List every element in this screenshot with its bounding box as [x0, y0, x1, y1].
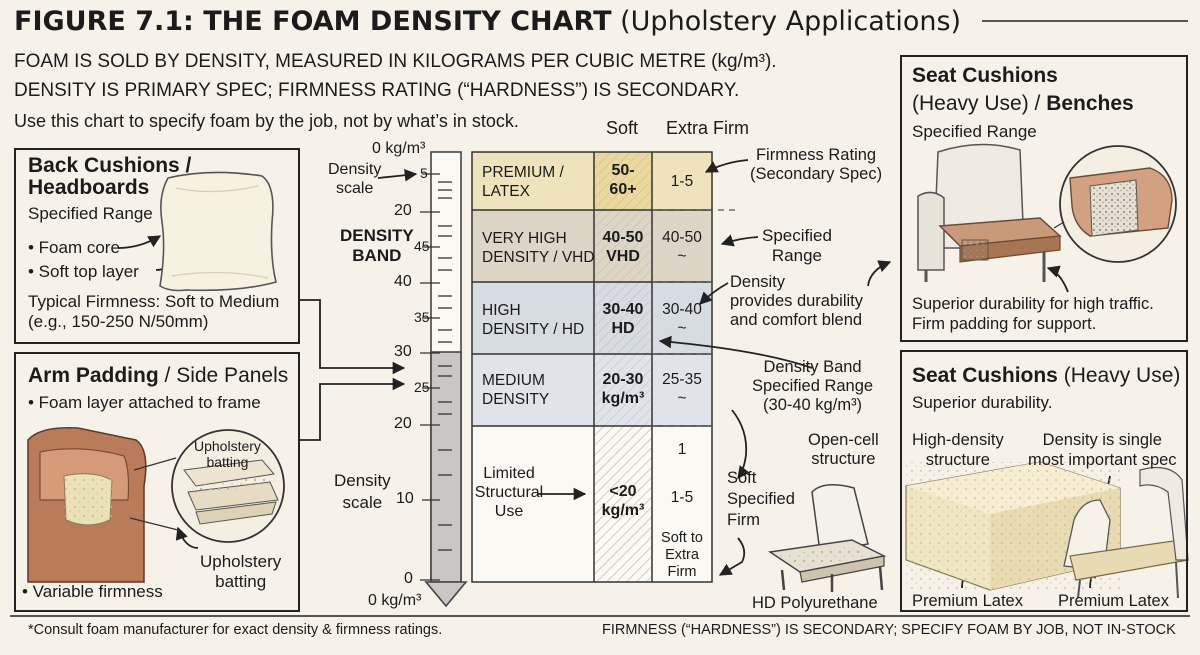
band-premium-name: PREMIUM / LATEX — [482, 164, 564, 200]
connector-lines — [117, 159, 1112, 589]
arm-panel-batting: Upholstery batting — [200, 552, 282, 591]
density-band-label: DENSITY BAND — [340, 226, 414, 265]
tick-label: 10 — [396, 490, 414, 507]
seat-bench-title-line2: (Heavy Use) / Benches — [912, 92, 1134, 115]
band-medium-firmness: 25-35 ~ — [662, 371, 702, 407]
band-hd-firmness: 30-40 ~ — [662, 301, 702, 337]
column-soft: Soft — [606, 118, 639, 138]
back-panel-title: Back Cushions / Headboards — [28, 154, 192, 199]
density-scale-top: Density scale — [328, 161, 382, 197]
tick-label: 20 — [394, 202, 412, 219]
band-limited-firmness-mid: 1-5 — [670, 489, 694, 506]
tick-label: 45 — [414, 238, 430, 254]
band-hd-name: HIGH DENSITY / HD — [482, 302, 585, 338]
footer-note: *Consult foam manufacturer for exact den… — [28, 622, 443, 638]
seat-heavy-latex-2: Premium Latex — [1058, 592, 1169, 610]
callout-specified-range: Specified Range — [762, 226, 832, 265]
callout-soft-firm: Soft Specified Firm — [727, 469, 795, 529]
seat-bench-title: Seat Cushions — [912, 64, 1058, 87]
callout-density-durability: Density provides durability and comfort … — [730, 273, 863, 329]
band-limited-name: Limited Structural Use — [474, 465, 544, 520]
band-premium-firmness: 1-5 — [670, 173, 694, 190]
back-panel-bullet-top: • Soft top layer — [28, 262, 139, 281]
back-panel-bullet-core: • Foam core — [28, 238, 120, 257]
density-scale-bar — [420, 151, 468, 608]
hd-chair-illustration — [767, 484, 887, 592]
callout-firmness-rating: Firmness Rating (Secondary Spec) — [750, 146, 883, 183]
arm-panel-title: Arm Padding / Side Panels — [28, 364, 289, 387]
footer-tagline: FIRMNESS (“HARDNESS”) IS SECONDARY; SPEC… — [602, 622, 1176, 638]
foam-block-illustration — [905, 461, 1189, 599]
band-medium-name: MEDIUM DENSITY — [482, 372, 550, 408]
back-panel-subtitle: Specified Range — [28, 204, 153, 223]
panel-seat-heavy-use — [900, 350, 1188, 612]
arm-panel-variable: • Variable firmness — [22, 582, 163, 601]
seat-heavy-subtitle: Superior durability. — [912, 393, 1053, 412]
tick-label: 40 — [394, 273, 412, 290]
column-extra-firm: Extra Firm — [666, 118, 749, 138]
page-title: FIGURE 7.1: THE FOAM DENSITY CHART (Upho… — [14, 6, 962, 37]
panel-arm-padding — [14, 352, 300, 612]
seat-bench-subtitle: Specified Range — [912, 122, 1037, 141]
callout-open-cell: Open-cell structure — [808, 431, 879, 468]
band-limited-firmness-bottom: Soft to Extra Firm — [661, 530, 703, 580]
band-hd-density: 30-40 HD — [602, 301, 644, 337]
tick-label: 0 — [404, 570, 413, 587]
tick-label: 20 — [394, 415, 412, 432]
band-limited-firmness-top: 1 — [677, 441, 687, 458]
back-panel-firmness: Typical Firmness: Soft to Medium (e.g., … — [28, 292, 280, 331]
band-vhd-density: 40-50 VHD — [602, 229, 644, 265]
seat-bench-description: Superior durability for high traffic. Fi… — [912, 295, 1154, 333]
intro-line-2: DENSITY IS PRIMARY SPEC; FIRMNESS RATING… — [14, 80, 740, 101]
band-vhd-name: VERY HIGH DENSITY / VHD — [482, 230, 595, 266]
band-vhd-firmness: 40-50 ~ — [662, 229, 702, 265]
panel-back-cushions — [14, 148, 300, 344]
intro-line-1: FOAM IS SOLD BY DENSITY, MEASURED IN KIL… — [14, 51, 777, 72]
armchair-illustration — [917, 143, 1177, 282]
arm-panel-bullet: • Foam layer attached to frame — [28, 393, 261, 412]
tick-label: 30 — [394, 343, 412, 360]
arm-padding-illustration — [27, 427, 285, 583]
density-scale-bottom: Density scale — [334, 471, 391, 512]
band-limited-density: <20 kg/m³ — [601, 483, 645, 519]
pillow-illustration — [159, 171, 277, 292]
scale-top-label: 0 kg/m³ — [372, 140, 426, 157]
band-medium-density: 20-30 kg/m³ — [601, 371, 645, 407]
callout-hd-polyurethane: HD Polyurethane — [752, 594, 878, 612]
intro-line-3: Use this chart to specify foam by the jo… — [14, 111, 519, 131]
tick-label: 5 — [420, 165, 428, 181]
band-premium-density: 50- 60+ — [609, 162, 637, 198]
seat-heavy-hd-structure: High-density structure — [912, 431, 1004, 469]
seat-heavy-latex-1: Premium Latex — [912, 592, 1023, 610]
seat-heavy-single-spec: Density is single most important spec — [1028, 431, 1177, 469]
arm-panel-batting-inset: Upholstery batting — [194, 438, 261, 470]
seat-heavy-title: Seat Cushions (Heavy Use) — [912, 364, 1181, 387]
callout-density-band-range: Density Band Specified Range (30-40 kg/m… — [752, 358, 874, 414]
scale-bottom-label: 0 kg/m³ — [368, 592, 422, 609]
tick-label: 35 — [414, 309, 430, 325]
tick-label: 25 — [414, 379, 430, 395]
panel-seat-benches — [900, 55, 1188, 342]
